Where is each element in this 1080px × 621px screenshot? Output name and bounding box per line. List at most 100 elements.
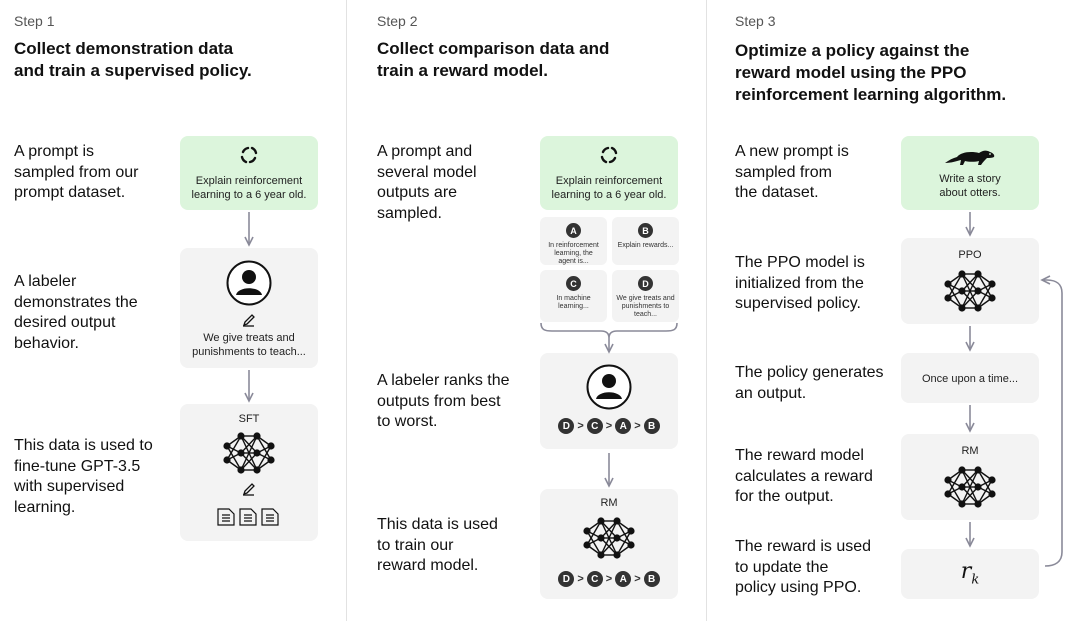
desc-line: fine-tune GPT-3.5 [14,457,141,475]
output-text-line: punishments to [621,302,670,310]
output-text-line: Explain rewards... [617,241,674,249]
prompt-text-line: Explain reinforcement [555,175,663,187]
desc-line: behavior. [14,334,79,352]
step2-prompt-box: Explain reinforcement learning to a 6 ye… [540,136,678,210]
arrowhead [965,422,975,433]
recycle-arrows-icon [240,146,258,164]
rank-badge: B [643,418,660,434]
nn-edge [240,435,258,471]
nn-node [958,270,966,278]
desc-line: for the output. [735,488,834,505]
nn-edge [947,479,963,505]
nn-edge [977,469,993,495]
desc-line: The PPO model is [735,254,865,271]
nn-edge [961,273,979,309]
step1-prompt-box: Explain reinforcement learning to a 6 ye… [180,136,318,210]
step3-title-line-2: reward model using the PPO [735,63,967,82]
reward-symbol-r: r [960,559,972,584]
desc-line: the dataset. [735,184,819,201]
step3-title-line-1: Optimize a policy against the [735,41,970,60]
person-icon [586,364,632,410]
nn-node [958,500,966,508]
nn-edge [256,435,272,461]
rank-separator: > [605,420,613,432]
reward-symbol-subscript: k [971,572,980,588]
nn-node [974,287,982,295]
arrowhead [604,343,614,354]
output-text-line: We give treats and [616,294,675,302]
step2-desc-ranks: A labeler ranks the outputs from best to… [377,371,537,433]
step2-desc-prompt: A prompt and several model outputs are s… [377,142,527,224]
output-card-a: A In reinforcement learning, the agent i… [540,217,607,265]
desc-line: The reward is used [735,538,872,555]
nn-edge [600,520,618,539]
step2-rank-box: D > C > A > B [540,353,678,449]
feedback-arrow [1043,279,1063,567]
desc-line: A prompt is [14,143,95,160]
step3-rm-box: RM [901,434,1039,520]
desc-line: This data is used [377,516,498,533]
nn-node [958,466,966,474]
nn-node [223,442,231,450]
nn-edge [600,520,618,556]
nn-edge [616,530,632,556]
rank-separator: > [577,573,584,585]
nn-edge [961,290,979,309]
rank-badge: D [558,418,575,434]
output-text-line: teach... [634,310,657,318]
ppo-label: PPO [958,249,982,261]
nn-edge [977,283,993,309]
desc-line: initialized from the [735,274,864,292]
column-divider-1 [346,0,347,621]
nn-node [253,432,261,440]
nn-node [237,466,245,474]
nn-node [597,551,605,559]
nn-node [597,534,605,542]
arrowhead [244,392,254,403]
desc-line: several model [377,163,477,181]
rank-badge: A [615,571,632,587]
pencil-icon [242,483,255,496]
nn-node [944,476,952,484]
neural-network-icon [944,466,996,508]
document-icon [217,508,279,526]
rm-label: RM [961,445,979,457]
rank-separator: > [577,420,584,432]
output-text-line: In machine [556,294,591,302]
nn-node [988,490,996,498]
nn-edge [947,469,963,495]
sft-label: SFT [238,413,260,425]
prompt-text-line: learning to a 6 year old. [551,189,667,201]
desc-line: sampled from [735,163,832,181]
nn-node [627,541,635,549]
output-card-b: B Explain rewards... [612,217,679,265]
step3-reward-box: rk [901,549,1039,599]
nn-edge [256,445,272,471]
desc-line: demonstrates the [14,293,138,311]
rank-separator: > [634,420,641,432]
step3-label: Step 3 [735,13,776,29]
desc-line: an output. [735,384,807,402]
nn-edge [977,479,993,505]
nn-edge [586,520,602,546]
nn-edge [226,435,242,461]
prompt-text-line: about otters. [939,187,1001,199]
desc-line: desired output [14,314,116,331]
nn-node [974,304,982,312]
nn-node [627,527,635,535]
output-text-line: In reinforcement [548,241,599,249]
step1-sft-box: SFT [180,404,318,541]
nn-node [988,294,996,302]
desc-line: The reward model [735,447,864,464]
nn-node [583,541,591,549]
step2-rm-box: RM D > C > A > B [540,489,678,599]
step1-desc-prompt: A prompt is sampled from our prompt data… [14,142,174,204]
nn-node [974,270,982,278]
step1-label: Step 1 [14,13,55,29]
step2-label: Step 2 [377,13,418,29]
nn-node [944,294,952,302]
step3-ppo-box: PPO [901,238,1039,324]
ranking-row: D > C > A > B [540,418,678,434]
nn-node [237,432,245,440]
pencil-icon [242,314,255,327]
